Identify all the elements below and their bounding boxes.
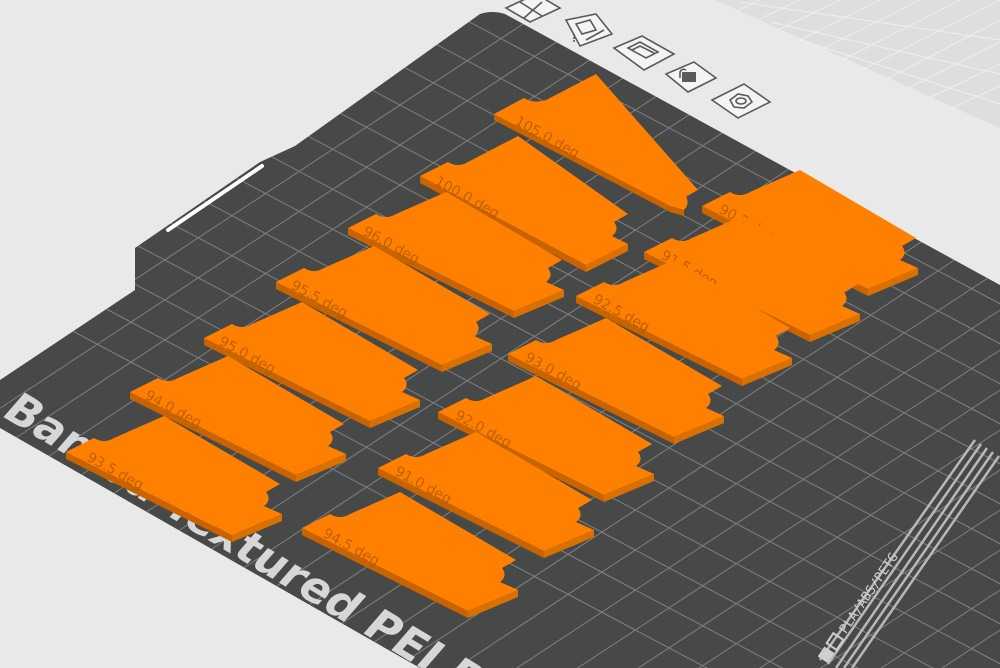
delete-all-button[interactable] (504, 0, 562, 23)
part-92-5[interactable]: 92.5 deg (576, 260, 792, 386)
parts-layer: 105.0 deg 100.0 deg 96.0 deg 95.5 deg (66, 74, 918, 618)
part-94-5[interactable]: 94.5 deg (302, 492, 518, 618)
lock-icon (679, 68, 696, 82)
plate-toolbar (504, 0, 772, 119)
part-93-5[interactable]: 93.5 deg (66, 416, 282, 542)
arrange-button[interactable] (612, 35, 676, 71)
part-96[interactable]: 96.0 deg (348, 192, 564, 318)
close-x-icon (519, 1, 543, 19)
plate-settings-button[interactable] (710, 83, 772, 119)
lock-button[interactable] (664, 61, 718, 93)
plate-handle-slot (166, 164, 264, 232)
plate-edge-stripes (818, 439, 1000, 668)
arrange-icon (626, 41, 660, 59)
import-button[interactable] (564, 13, 614, 47)
part-95-5[interactable]: 95.5 deg (276, 246, 492, 372)
import-plate-icon (573, 19, 605, 42)
background-grid-area (715, 0, 1000, 128)
plate-settings-hex-icon (728, 93, 754, 109)
part-91[interactable]: 91.0 deg (378, 432, 594, 558)
